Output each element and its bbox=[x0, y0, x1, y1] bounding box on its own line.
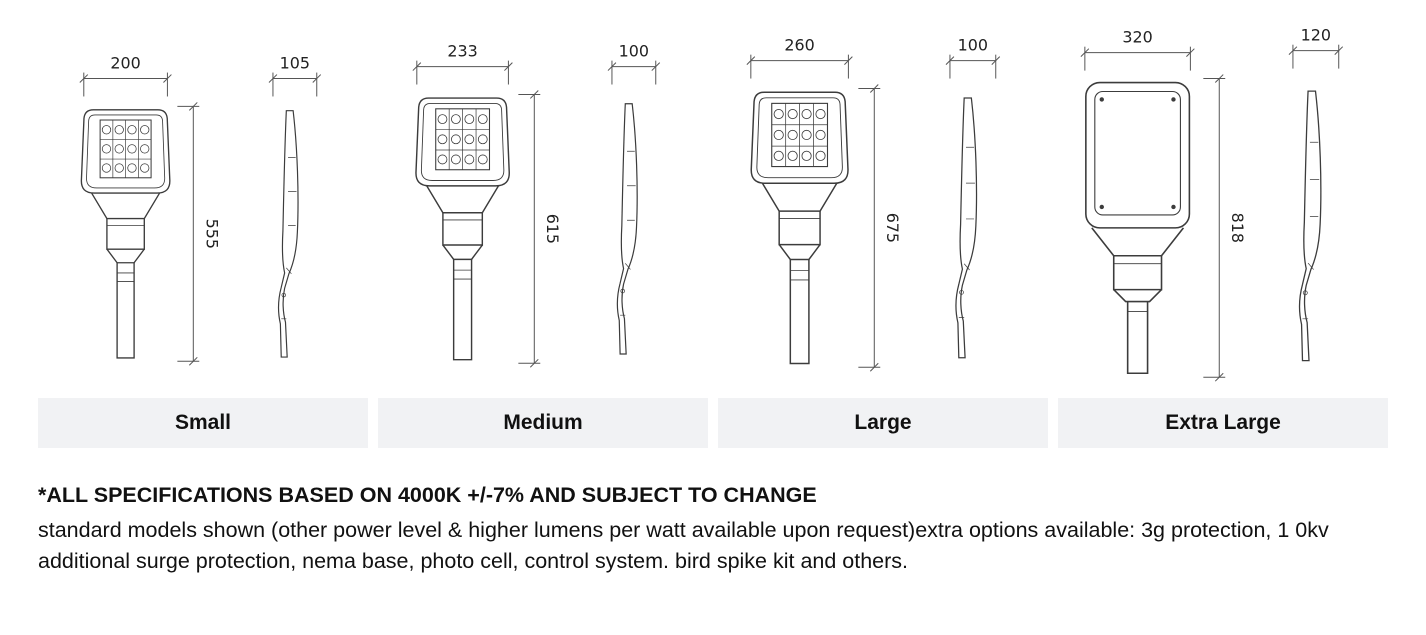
extra-large-drawing: 320 818 120 bbox=[1080, 26, 1343, 382]
large-side-width-label: 100 bbox=[958, 36, 988, 55]
large-drawing: 260 675 100 bbox=[746, 36, 1001, 372]
small-front-view bbox=[80, 109, 171, 359]
small-front-width-label: 200 bbox=[110, 54, 140, 73]
extra-large-side-view bbox=[1298, 90, 1322, 362]
column-medium: 233 615 100 bbox=[375, 6, 714, 398]
large-height-dim bbox=[858, 84, 881, 372]
size-caption-large: Large bbox=[718, 398, 1048, 448]
extra-large-front-view bbox=[1084, 81, 1190, 375]
spec-options-text: standard models shown (other power level… bbox=[38, 518, 1329, 574]
size-caption-row: Small Medium Large Extra Large bbox=[0, 398, 1426, 448]
column-small: 200 555 105 bbox=[36, 6, 375, 398]
medium-front-view bbox=[414, 97, 510, 361]
medium-side-width-dim bbox=[607, 60, 660, 85]
extra-large-side-width-label: 120 bbox=[1300, 26, 1330, 45]
small-side-width-dim bbox=[268, 72, 322, 97]
specifications-footer: *ALL SPECIFICATIONS BASED ON 4000K +/-7%… bbox=[0, 480, 1426, 578]
large-front-width-label: 260 bbox=[784, 36, 814, 55]
extra-large-height-dim bbox=[1202, 74, 1225, 382]
small-front-width-dim bbox=[79, 72, 172, 97]
small-side-view bbox=[277, 110, 299, 358]
extra-large-side-width-dim bbox=[1288, 44, 1343, 69]
large-front-view bbox=[750, 91, 849, 365]
size-caption-medium: Medium bbox=[378, 398, 708, 448]
large-side-view bbox=[955, 97, 978, 359]
small-height-dim bbox=[177, 102, 200, 366]
size-caption-small: Small bbox=[38, 398, 368, 448]
extra-large-front-width-dim bbox=[1080, 46, 1195, 71]
small-side-width-label: 105 bbox=[280, 54, 310, 73]
large-side-width-dim bbox=[945, 54, 1001, 79]
large-height-label: 675 bbox=[883, 213, 902, 243]
small-drawing: 200 555 105 bbox=[79, 54, 322, 366]
spec-disclaimer-heading: *ALL SPECIFICATIONS BASED ON 4000K +/-7%… bbox=[38, 483, 817, 507]
small-height-label: 555 bbox=[202, 219, 221, 249]
product-drawings-row: 200 555 105 233 bbox=[36, 6, 1391, 398]
medium-height-dim bbox=[517, 90, 540, 368]
medium-drawing: 233 615 100 bbox=[411, 42, 660, 368]
medium-front-width-dim bbox=[411, 60, 513, 85]
medium-front-width-label: 233 bbox=[447, 42, 477, 61]
medium-side-view bbox=[616, 103, 638, 355]
column-extra-large: 320 818 120 bbox=[1052, 6, 1391, 398]
medium-height-label: 615 bbox=[543, 214, 562, 244]
extra-large-front-width-label: 320 bbox=[1122, 28, 1152, 47]
column-large: 260 675 100 bbox=[713, 6, 1052, 398]
large-front-width-dim bbox=[746, 54, 853, 79]
medium-side-width-label: 100 bbox=[618, 42, 648, 61]
size-caption-extra-large: Extra Large bbox=[1058, 398, 1388, 448]
extra-large-height-label: 818 bbox=[1228, 213, 1247, 243]
